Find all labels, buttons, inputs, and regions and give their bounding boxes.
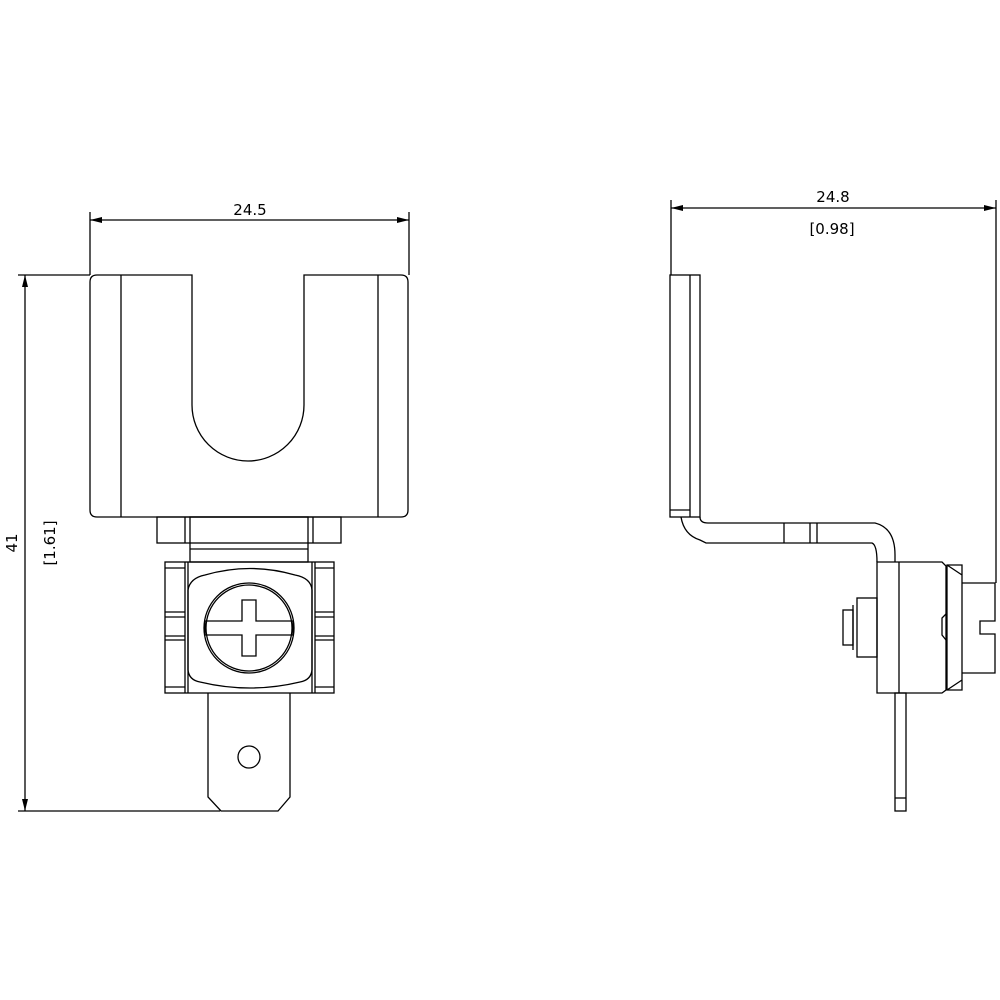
terminal-block-side	[842, 561, 996, 694]
dimension-label: 24.8	[816, 188, 849, 206]
pin-side	[894, 692, 907, 812]
screw	[203, 582, 295, 674]
dimension-label-inch: [0.98]	[809, 220, 854, 238]
mounting-bracket-front	[89, 274, 409, 518]
mounting-bracket-side	[669, 274, 896, 563]
dimension-label: 41	[3, 533, 21, 552]
phillips-cross-icon	[204, 599, 294, 657]
dimension-label: 24.5	[233, 201, 266, 219]
width-dimension-front: 24.5	[89, 201, 410, 275]
side-view: 24.8 [0.98]	[669, 188, 997, 812]
width-dimension-side: 24.8 [0.98]	[670, 188, 997, 583]
front-view: 24.5 41 [1.61]	[3, 201, 410, 812]
flat-tab-connector	[207, 693, 291, 812]
neck	[156, 516, 342, 563]
terminal-clamp	[164, 561, 335, 694]
height-dimension-front: 41 [1.61]	[3, 274, 220, 812]
dimension-label-inch: [1.61]	[41, 520, 59, 565]
